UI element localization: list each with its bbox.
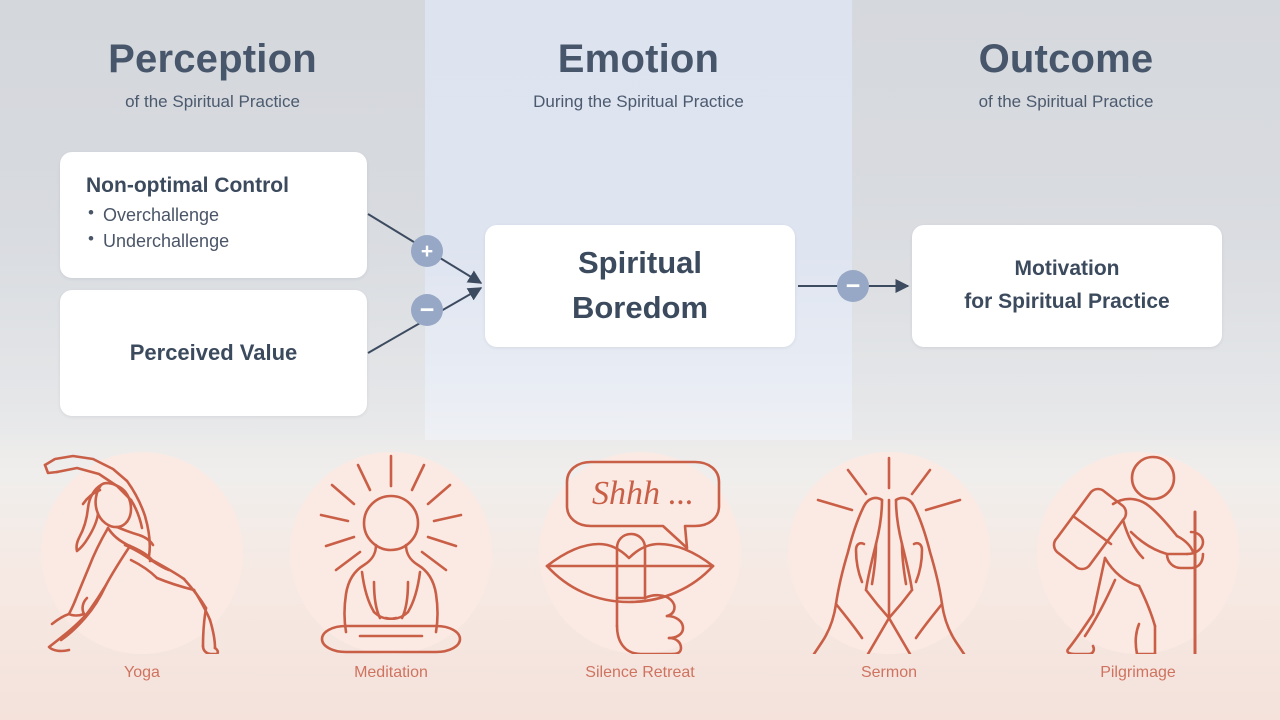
practice-item-sermon: Sermon <box>786 448 992 682</box>
bullet-underchallenge: Underchallenge <box>86 227 367 254</box>
badge-minus-boredom-to-motivation: − <box>837 270 869 302</box>
column-title-outcome: Outcome <box>978 37 1154 81</box>
practice-label-sermon: Sermon <box>860 664 918 681</box>
column-subtitle-outcome: of the Spiritual Practice <box>978 92 1154 111</box>
card-title-spiritual-boredom: Spiritual Boredom <box>572 241 708 331</box>
column-subtitle-perception: of the Spiritual Practice <box>125 92 300 111</box>
card-motivation: Motivation for Spiritual Practice <box>912 225 1222 347</box>
column-subtitle-emotion: During the Spiritual Practice <box>533 92 744 111</box>
column-header-outcome: Outcome of the Spiritual Practice <box>852 38 1280 112</box>
motivation-line2: for Spiritual Practice <box>964 290 1170 313</box>
practice-label-pilgrimage: Pilgrimage <box>1100 664 1176 681</box>
practice-item-silence-retreat: Shhh ... Silence Retreat <box>537 448 743 682</box>
column-title-emotion: Emotion <box>557 37 720 81</box>
column-header-perception: Perception of the Spiritual Practice <box>0 38 425 112</box>
meditation-icon <box>288 448 494 654</box>
card-title-motivation: Motivation for Spiritual Practice <box>964 253 1169 318</box>
practice-label-meditation: Meditation <box>354 664 428 681</box>
column-title-perception: Perception <box>108 37 317 81</box>
practice-item-yoga: Yoga <box>39 448 245 682</box>
badge-minus-value-to-boredom: − <box>411 294 443 326</box>
card-non-optimal-control: Non-optimal Control Overchallenge Underc… <box>60 152 367 278</box>
yoga-icon <box>39 448 245 654</box>
bullet-overchallenge: Overchallenge <box>86 201 367 228</box>
silence-bubble-text: Shhh ... <box>592 475 694 512</box>
practice-label-yoga: Yoga <box>124 664 160 681</box>
non-optimal-control-bullet-list: Overchallenge Underchallenge <box>86 201 367 254</box>
sermon-icon <box>786 448 992 654</box>
silence-retreat-icon: Shhh ... <box>537 448 743 654</box>
card-title-perceived-value: Perceived Value <box>129 340 298 365</box>
card-spiritual-boredom: Spiritual Boredom <box>485 225 795 347</box>
pilgrimage-icon <box>1035 448 1241 654</box>
practice-item-pilgrimage: Pilgrimage <box>1035 448 1241 682</box>
practice-item-meditation: Meditation <box>288 448 494 682</box>
badge-plus-control-to-boredom: + <box>411 235 443 267</box>
card-title-non-optimal-control: Non-optimal Control <box>86 174 289 197</box>
practice-disc-silence-retreat <box>539 452 741 654</box>
spiritual-boredom-line2: Boredom <box>571 290 709 325</box>
motivation-line1: Motivation <box>1014 257 1120 281</box>
spiritual-boredom-line1: Spiritual <box>577 245 702 281</box>
card-perceived-value: Perceived Value <box>60 290 367 416</box>
column-header-emotion: Emotion During the Spiritual Practice <box>425 38 852 112</box>
practice-label-silence-retreat: Silence Retreat <box>585 664 695 681</box>
